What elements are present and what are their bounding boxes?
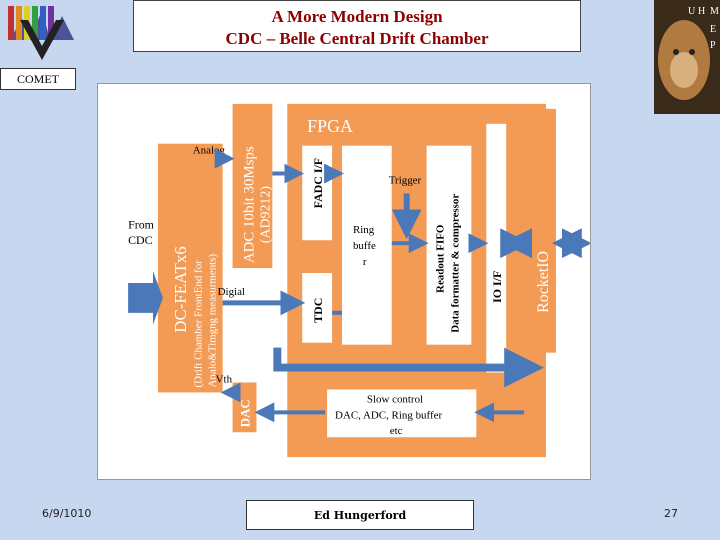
to-trigger-line	[273, 347, 544, 388]
analog-label: Analog	[193, 145, 226, 157]
from-cdc-arrow	[128, 271, 163, 325]
footer-page-number: 27	[664, 507, 678, 520]
logo-letter-e: E	[710, 24, 716, 35]
from-daq-label-2: to DAQ	[574, 175, 590, 223]
slow-control-block	[327, 389, 477, 438]
institution-logo-left	[8, 6, 74, 60]
from-cdc-label-1: From	[128, 217, 155, 231]
slow-control-line-1: Slow control	[367, 393, 423, 405]
from-daq-label-1: From/	[557, 186, 573, 223]
ring-buffer-line-2: buffe	[353, 240, 376, 252]
readout-formatter-label: Data formatter & compressor	[449, 194, 461, 333]
fadc-if-block	[302, 145, 333, 241]
rocketio-block	[526, 108, 556, 353]
trigger-label: Trigger	[389, 174, 422, 186]
io-if-label: IO I/F	[490, 271, 504, 303]
adc-block	[232, 103, 273, 269]
dc-feat-label: DC-FEATx6	[171, 246, 190, 332]
logo-letter-p: P	[710, 40, 716, 51]
readout-fifo-label: Readout FIFO	[434, 225, 446, 293]
to-trigger-label-1: To trigger	[557, 408, 573, 467]
tdc-label: TDC	[311, 298, 325, 323]
footer-date: 6/9/1010	[42, 507, 92, 520]
logo-letter-h: H	[698, 6, 705, 17]
block-diagram: FPGA DC-FEATx6 (Drift Chamber FrontEnd f…	[97, 83, 591, 480]
dc-feat-desc-1: (Drift Chamber FrontEnd for	[193, 260, 205, 388]
dc-feat-desc-2: Analo&Timgng measurments)	[207, 254, 219, 388]
ring-buffer-line-3: r	[363, 256, 367, 268]
io-if-block	[486, 123, 507, 373]
rocketio-label: RocketIO	[535, 251, 552, 313]
slow-control-line-3: etc	[390, 425, 403, 437]
adc-label-1: ADC 10bit 30Msps	[241, 146, 257, 263]
dac-label: DAC	[237, 399, 252, 427]
comet-label: COMET	[0, 68, 76, 90]
logo-letter-m: M	[710, 6, 719, 17]
logo-letter-u: U	[688, 6, 696, 17]
slide-title: A More Modern Design CDC – Belle Central…	[133, 0, 581, 52]
digital-label: Digial	[218, 286, 245, 298]
slow-control-line-2: DAC, ADC, Ring buffer	[335, 409, 442, 421]
fpga-label: FPGA	[307, 116, 353, 136]
fadc-if-label: FADC I/F	[311, 158, 325, 208]
title-line-2: CDC – Belle Central Drift Chamber	[225, 29, 489, 48]
readout-fifo-block	[426, 145, 472, 345]
adc-label-2: (AD9212)	[258, 186, 273, 244]
ring-buffer-block	[342, 145, 392, 345]
title-line-1: A More Modern Design	[271, 7, 443, 26]
uhmep-logo-right: U H M E P	[654, 0, 720, 114]
ring-buffer-line-1: Ring	[353, 224, 375, 236]
footer-author: Ed Hungerford	[246, 500, 474, 530]
from-cdc-label-2: CDC	[128, 233, 153, 247]
dc-feat-block	[157, 143, 223, 393]
tdc-block	[302, 273, 333, 343]
to-trigger-label-2: logic	[574, 422, 590, 452]
vth-label: Vth	[216, 373, 233, 385]
